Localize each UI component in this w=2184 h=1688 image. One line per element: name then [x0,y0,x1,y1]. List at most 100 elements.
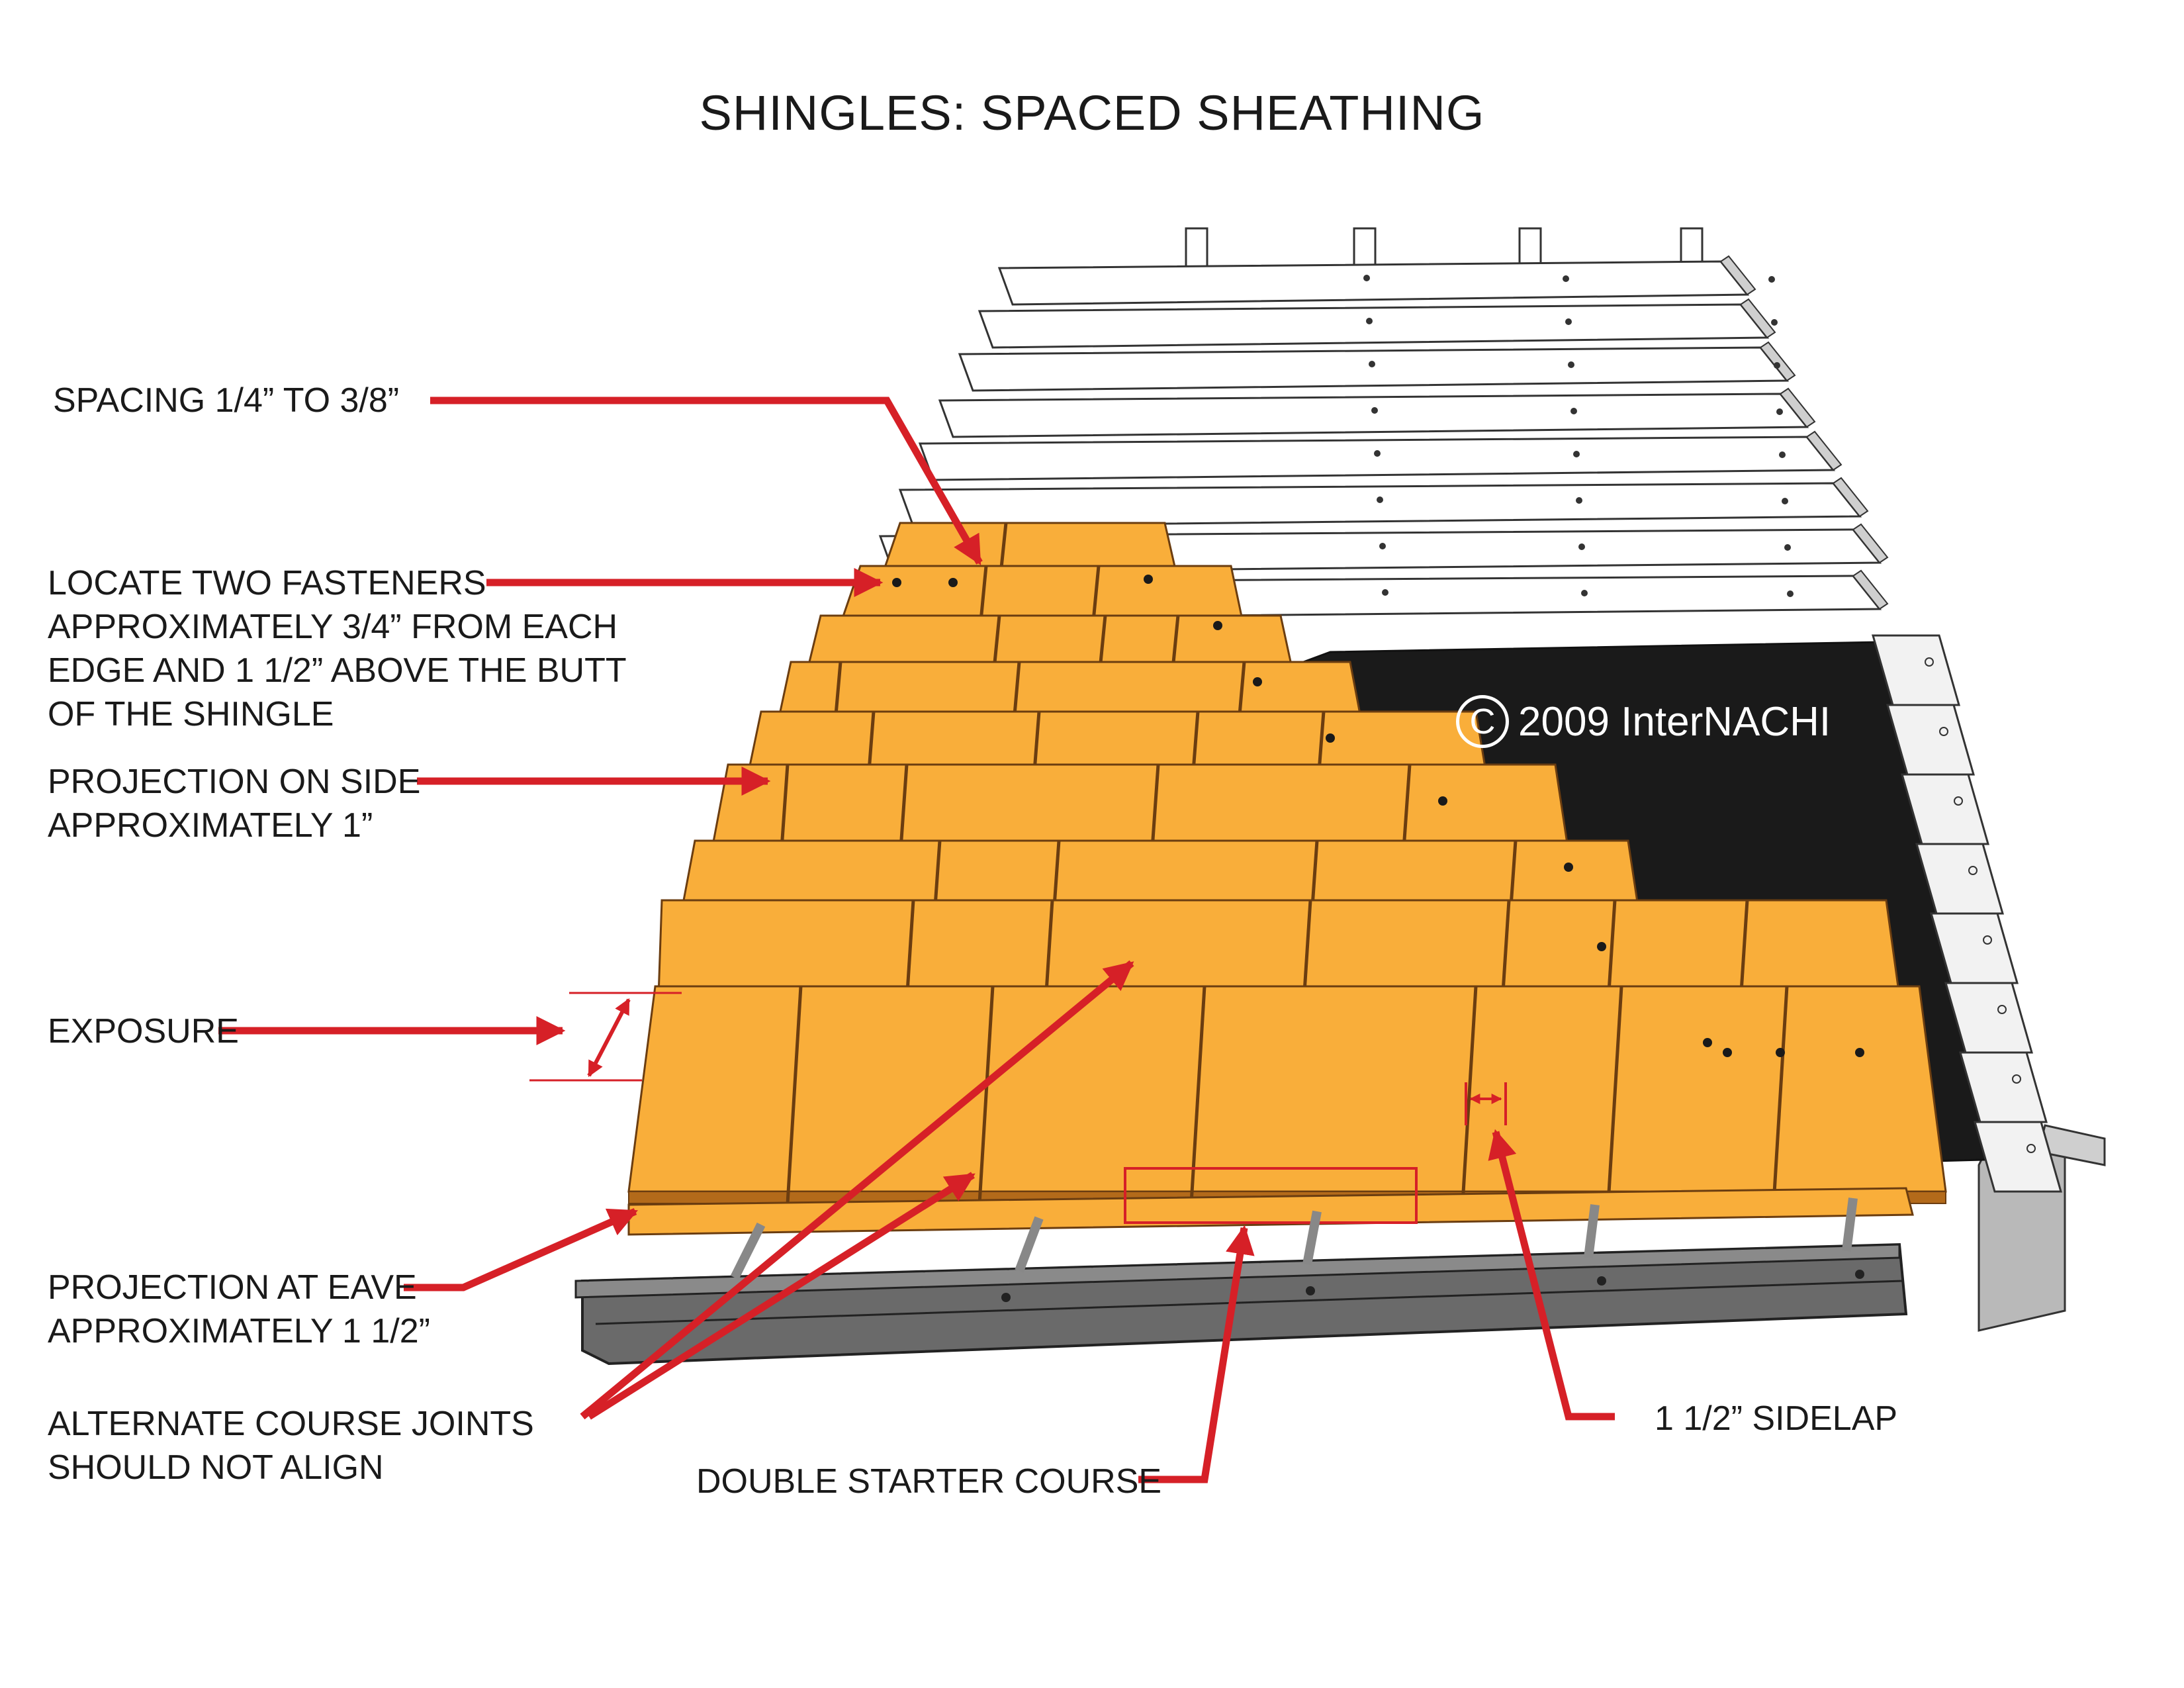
leader-alternate-a [580,960,1134,1420]
sheathing-board [978,303,1770,349]
label-projection-side-line-1: PROJECTION ON SIDE [48,763,421,801]
nail-head [1568,361,1574,368]
leader-alternate-b [587,1172,976,1420]
sheathing-board-end [1852,523,1889,564]
label-projection-eave: PROJECTION AT EAVE APPROXIMATELY 1 1/2” [48,1266,430,1353]
label-alternate-joints-line-1: ALTERNATE COURSE JOINTS [48,1405,534,1443]
rake-shingle [1944,982,2033,1054]
label-alternate-joints-line-2: SHOULD NOT ALIGN [48,1448,384,1487]
leader-sidelap [1488,1129,1615,1421]
nail-head [1768,276,1775,283]
sheathing-board-end [1759,341,1796,382]
exposure-arrow [587,998,631,1078]
copyright-notice: C 2009 InterNACHI [1456,695,1831,748]
callout-leaders [218,397,1615,1483]
label-double-starter: DOUBLE STARTER COURSE [696,1462,1162,1501]
starter-highlight-box [1124,1167,1418,1224]
nail-head [1782,498,1788,504]
rake-shingle [1886,704,1975,776]
fastener-dot [1144,575,1153,584]
gutter-rivet-3 [1597,1276,1606,1286]
label-fasteners-line-4: OF THE SHINGLE [48,695,334,733]
rafter-stub-1 [1185,227,1208,269]
shingle-joint [978,986,995,1204]
sheathing-board-end [1779,387,1816,428]
wood-shingle-courses [627,522,1947,1204]
label-projection-eave-line-1: PROJECTION AT EAVE [48,1268,417,1307]
sheathing-board [898,482,1862,528]
label-projection-eave-line-2: APPROXIMATELY 1 1/2” [48,1312,430,1350]
nail-head [1565,318,1572,325]
nail-head [1363,275,1370,281]
fastener-dot [892,578,901,587]
shingle-course [627,985,1947,1193]
shingle-joint [1772,986,1789,1204]
sheathing-board-end [1719,255,1756,296]
rake-shingle [1901,773,1989,845]
rake-shingle [1915,843,2004,915]
rake-shingle [1872,634,1960,706]
nail-head [1784,544,1791,551]
nail-head [1369,361,1375,367]
rafter-stub-2 [1353,227,1377,269]
label-sidelap: 1 1/2” SIDELAP [1655,1399,1898,1438]
nail-head [2026,1144,2036,1153]
nail-head [1997,1005,2007,1014]
nail-head [1563,275,1569,282]
nail-head [1382,589,1388,596]
rafter-stub-3 [1518,227,1542,269]
nail-head [1774,362,1780,369]
sheathing-board [938,393,1809,438]
exposure-dimension [529,992,682,1082]
label-fasteners-line-1: LOCATE TWO FASTENERS [48,564,486,602]
gutter-rivet-1 [1001,1293,1011,1302]
rake-shingle [1959,1051,2048,1123]
nail-head [2012,1074,2021,1084]
nail-head [1771,319,1778,326]
sidelap-dimension [1465,1082,1507,1125]
gutter-hanger-3 [1302,1210,1322,1266]
rake-shingles [1872,634,2062,1193]
rake-shingle [1930,912,2019,984]
fastener-dot [1855,1048,1864,1057]
leader-projection-eave [404,1207,639,1291]
fastener-dot [1564,863,1573,872]
fastener-dot [1213,621,1222,630]
sheathing-board-end [1832,477,1869,518]
nail-head [1954,796,1963,806]
nail-head [1573,451,1580,457]
nail-head [1379,543,1386,549]
label-exposure: EXPOSURE [48,1012,239,1051]
label-projection-side: PROJECTION ON SIDE APPROXIMATELY 1” [48,760,420,847]
nail-head [1939,727,1948,736]
fastener-dot [1253,677,1262,686]
sheathing-board-end [1852,569,1889,610]
gutter-rivet-4 [1855,1270,1864,1279]
gutter-hanger-1 [730,1222,766,1280]
fastener-dot [948,578,958,587]
nail-head [1371,407,1378,414]
sheathing-board-end [1739,298,1776,339]
gutter-hanger-4 [1584,1204,1600,1258]
sheathing-board [958,346,1790,392]
nail-head [1366,318,1373,324]
gutter-seam [595,1280,1903,1325]
sheathing-board [997,260,1750,306]
nail-head [1983,935,1992,945]
nail-head [1570,408,1577,414]
gutter-hanger-5 [1842,1197,1858,1252]
label-fasteners-line-2: APPROXIMATELY 3/4” FROM EACH [48,608,618,646]
nail-head [1968,866,1978,875]
leader-spacing [430,397,983,565]
nail-head [1779,451,1786,458]
page-title: SHINGLES: SPACED SHEATHING [699,85,1485,140]
shingle-joint [1606,986,1623,1204]
copyright-icon: C [1456,695,1509,748]
gutter-hanger-2 [1015,1216,1044,1273]
gutter-rivet-2 [1306,1286,1315,1295]
rake-shingle [1974,1121,2062,1193]
copyright-text: 2009 InterNACHI [1518,698,1831,745]
nail-head [1578,543,1585,550]
label-fasteners-line-3: EDGE AND 1 1/2” ABOVE THE BUTT [48,651,627,690]
